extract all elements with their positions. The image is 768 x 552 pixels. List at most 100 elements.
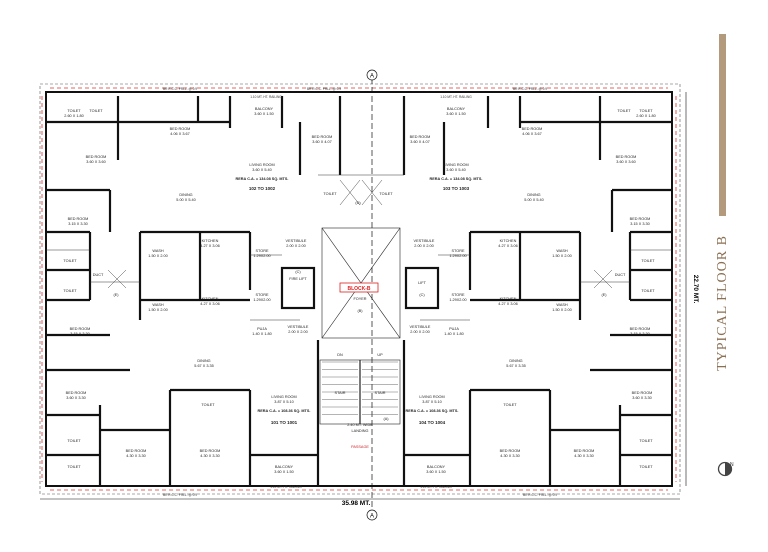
rera-tl: RERA C.A. = 134.08 SQ. MTS.	[236, 177, 289, 181]
room-size-bed-br2: 4.30 X 3.30	[574, 454, 593, 458]
page-title: TYPICAL FLOOR B	[715, 235, 730, 371]
room-store-tl: STORE	[255, 249, 268, 253]
room-size-bed-br-mid: 3.15 X 3.30	[630, 332, 649, 336]
room-size-toilet-tl1: 2.60 X 1.80	[64, 114, 83, 118]
room-toilet-br-2: TOILET	[639, 465, 653, 469]
room-size-living-tl: 3.60 X 5.40	[252, 168, 271, 172]
room-size-bed-tr: 4.06 X 3.67	[522, 132, 541, 136]
room-size-living-tr: 3.60 X 5.40	[446, 168, 465, 172]
room-c-label-l: (C)	[295, 270, 301, 274]
room-living-tl: LIVING ROOM	[249, 163, 274, 167]
room-dining-tl: DINING	[179, 193, 192, 197]
room-duct-l: DUCT	[93, 273, 104, 277]
room-vestibule-br: VESTIBULE	[410, 325, 431, 329]
room-size-puja-r: 1.40 X 1.80	[444, 332, 463, 336]
room-bed-cl: BED ROOM	[86, 155, 107, 159]
note-rcc-top-3: BR R.C.C. PRLL. @ 0.9	[513, 87, 547, 91]
section-line	[366, 69, 378, 521]
room-size-vestibule-bl: 2.00 X 2.00	[288, 330, 307, 334]
room-size-bed-bl: 4.30 X 3.30	[126, 454, 145, 458]
room-balcony-tl: BALCONY	[255, 107, 274, 111]
parapet-lines	[41, 87, 677, 491]
room-bed-br: BED ROOM	[500, 449, 521, 453]
room-store-br: STORE	[451, 293, 464, 297]
room-toilet-centre-r: TOILET	[379, 192, 393, 196]
room-living-bl: LIVING ROOM	[271, 395, 296, 399]
note-railing-top-2: 1.10 MT. HT. RAILING	[440, 95, 472, 99]
room-size-balcony-tl: 3.60 X 1.50	[254, 112, 273, 116]
room-stair-r: STAIR	[375, 391, 386, 395]
rera-tr: RERA C.A. = 134.08 SQ. MTS.	[430, 177, 483, 181]
room-size-bed-bl2: 4.30 X 3.30	[200, 454, 219, 458]
room-bed-bl-corner: BED ROOM	[66, 391, 87, 395]
north-arrow-icon: N	[717, 461, 734, 477]
room-toilet-tr1: TOILET	[617, 109, 631, 113]
room-bed-bl2: BED ROOM	[200, 449, 221, 453]
note-railing-top-1: 1.10 MT. HT. RAILING	[250, 95, 282, 99]
note-rcc-bottom-2: BR R.C.C. PRLL. @ 0.9	[523, 493, 557, 497]
room-size-wash-tl: 1.50 X 2.00	[148, 254, 167, 258]
note-railing-bottom-1: 1.10 MT. HT. RAILING	[270, 485, 302, 489]
room-size-kitchen-bl: 4.27 X 3.06	[200, 302, 219, 306]
room-bed-centre-l: BED ROOM	[312, 135, 333, 139]
room-size-dining-br: 5.67 X 3.35	[506, 364, 525, 368]
room-a-label: (A)	[383, 417, 389, 421]
stair-treads	[322, 361, 398, 415]
room-size-kitchen-tl: 4.27 X 3.06	[200, 244, 219, 248]
flat-tr: 103 TO 1003	[443, 186, 470, 191]
room-b-label: (B)	[357, 309, 363, 313]
room-size-wash-ml: 1.50 X 2.00	[148, 308, 167, 312]
room-kitchen-tr: KITCHEN	[500, 239, 517, 243]
room-vestibule-tl: VESTIBULE	[286, 239, 307, 243]
room-size-store-br: 1.29X2.00	[449, 298, 466, 302]
room-size-dining-tl: 5.00 X 5.40	[176, 198, 195, 202]
room-puja-l: PUJA	[257, 327, 267, 331]
room-toilet-tr2: TOILET	[639, 109, 653, 113]
room-dn: DN	[337, 353, 343, 357]
room-toilet-mr2: TOILET	[641, 289, 655, 293]
walls	[46, 96, 672, 486]
room-size-dining-tr: 5.00 X 5.40	[524, 198, 543, 202]
room-toilet-br-c: TOILET	[503, 403, 517, 407]
stair-core	[319, 227, 401, 425]
note-railing-bottom-2: 1.10 MT. HT. RAILING	[420, 485, 452, 489]
room-bed-tl: BED ROOM	[170, 127, 191, 131]
room-fire-lift: FIRE LIFT	[289, 277, 307, 281]
room-up: UP	[377, 353, 383, 357]
room-size-living-br: 3.87 X 5.10	[422, 400, 441, 404]
dimension-depth: 22.70 MT.	[692, 275, 699, 304]
dimension-width: 35.98 MT.	[342, 500, 371, 507]
room-bed-cr: BED ROOM	[616, 155, 637, 159]
room-size-dining-bl: 5.67 X 3.35	[194, 364, 213, 368]
room-bed-bl-mid: BED ROOM	[70, 327, 91, 331]
room-e-label-r: (E)	[601, 293, 607, 297]
room-wash-tl: WASH	[152, 249, 164, 253]
room-kitchen-bl: KITCHEN	[202, 297, 219, 301]
room-size-puja-l: 1.40 X 1.80	[252, 332, 271, 336]
block-label: BLOCK-B	[339, 282, 379, 293]
accent-bar	[719, 34, 726, 216]
room-size-bed-bl-corner: 3.60 X 3.30	[66, 396, 85, 400]
shaft-marks	[107, 179, 613, 289]
room-size-bed-mr: 3.15 X 3.30	[630, 222, 649, 226]
room-size-bed-bl-mid: 3.15 X 3.30	[70, 332, 89, 336]
room-size-bed-br: 4.30 X 3.30	[500, 454, 519, 458]
room-size-store-bl: 1.29X2.00	[253, 298, 270, 302]
room-stair-width: 2.40 MT. WIDE	[347, 423, 373, 427]
room-toilet-mr: TOILET	[641, 259, 655, 263]
interior-lines	[46, 174, 672, 321]
room-size-store-tl: 1.29X2.00	[253, 254, 270, 258]
room-kitchen-tl: KITCHEN	[202, 239, 219, 243]
room-dining-br: DINING	[509, 359, 522, 363]
flat-br: 104 TO 1004	[419, 420, 446, 425]
rera-bl: RERA C.A. = 108.36 SQ. MTS.	[258, 409, 311, 413]
room-size-wash-mr: 1.50 X 2.00	[552, 308, 571, 312]
room-size-store-tr: 1.29X2.00	[449, 254, 466, 258]
svg-text:BLOCK-B: BLOCK-B	[347, 286, 370, 292]
note-rcc-bottom-1: BR R.C.C. PRLL. @ 0.9	[163, 493, 197, 497]
room-toilet-bl-1: TOILET	[67, 439, 81, 443]
room-size-vestibule-tl: 2.00 X 2.00	[286, 244, 305, 248]
rera-br: RERA C.A. = 108.36 SQ. MTS.	[406, 409, 459, 413]
room-foyer: FOYER	[353, 297, 366, 301]
